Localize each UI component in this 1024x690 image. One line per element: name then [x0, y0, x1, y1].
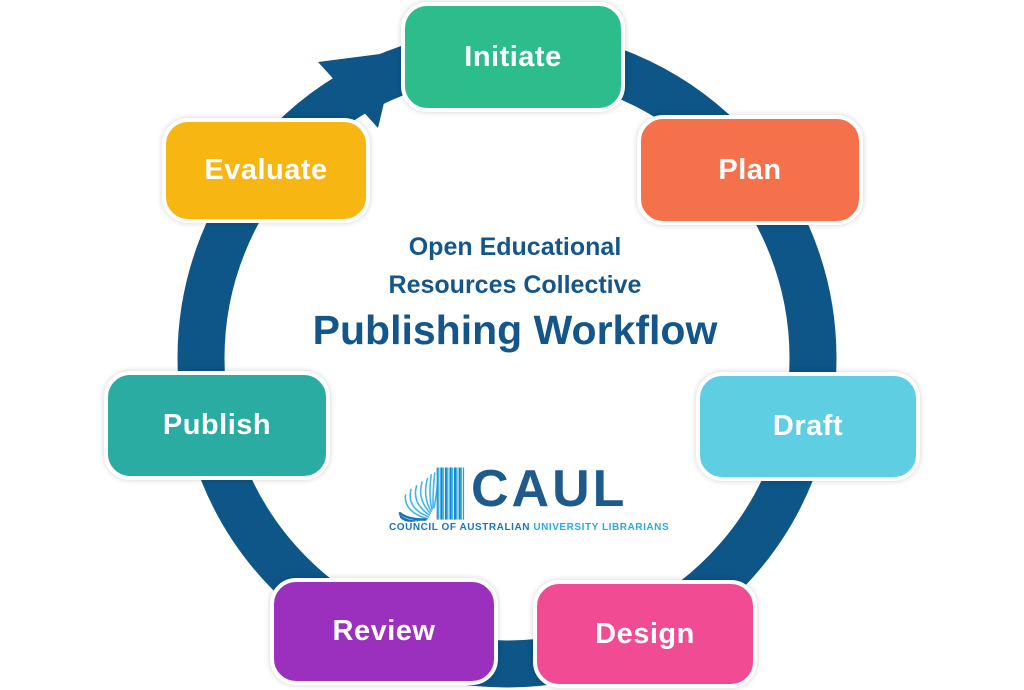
step-initiate: Initiate — [401, 2, 625, 112]
diagram-title: Open Educational Resources Collective Pu… — [305, 228, 725, 354]
step-plan-label: Plan — [718, 153, 782, 186]
step-draft: Draft — [696, 372, 920, 481]
step-publish-label: Publish — [162, 409, 272, 441]
step-initiate-label: Initiate — [464, 40, 562, 73]
caul-book-fan-icon — [398, 467, 465, 522]
step-design-label: Design — [595, 617, 695, 650]
caul-logo-tagline: COUNCIL OF AUSTRALIAN UNIVERSITY LIBRARI… — [389, 522, 669, 533]
step-draft-label: Draft — [772, 410, 844, 442]
arrow-head-icon — [318, 52, 396, 128]
title-line-1: Open Educational — [408, 233, 622, 261]
step-evaluate-label: Evaluate — [204, 154, 328, 186]
caul-logo-wordmark: CAUL — [471, 460, 628, 518]
step-review-label: Review — [332, 615, 436, 647]
tagline-secondary: UNIVERSITY LIBRARIANS — [533, 522, 670, 533]
step-review: Review — [270, 578, 498, 685]
tagline-primary: COUNCIL OF AUSTRALIAN — [389, 522, 530, 533]
caul-logo: CAUL COUNCIL OF AUSTRALIAN UNIVERSITY LI… — [389, 458, 669, 540]
title-line-2: Resources Collective — [388, 271, 642, 299]
step-plan: Plan — [637, 115, 863, 225]
title-main: Publishing Workflow — [312, 307, 718, 353]
step-publish: Publish — [104, 371, 330, 480]
step-design: Design — [533, 580, 757, 688]
step-evaluate: Evaluate — [162, 118, 370, 223]
